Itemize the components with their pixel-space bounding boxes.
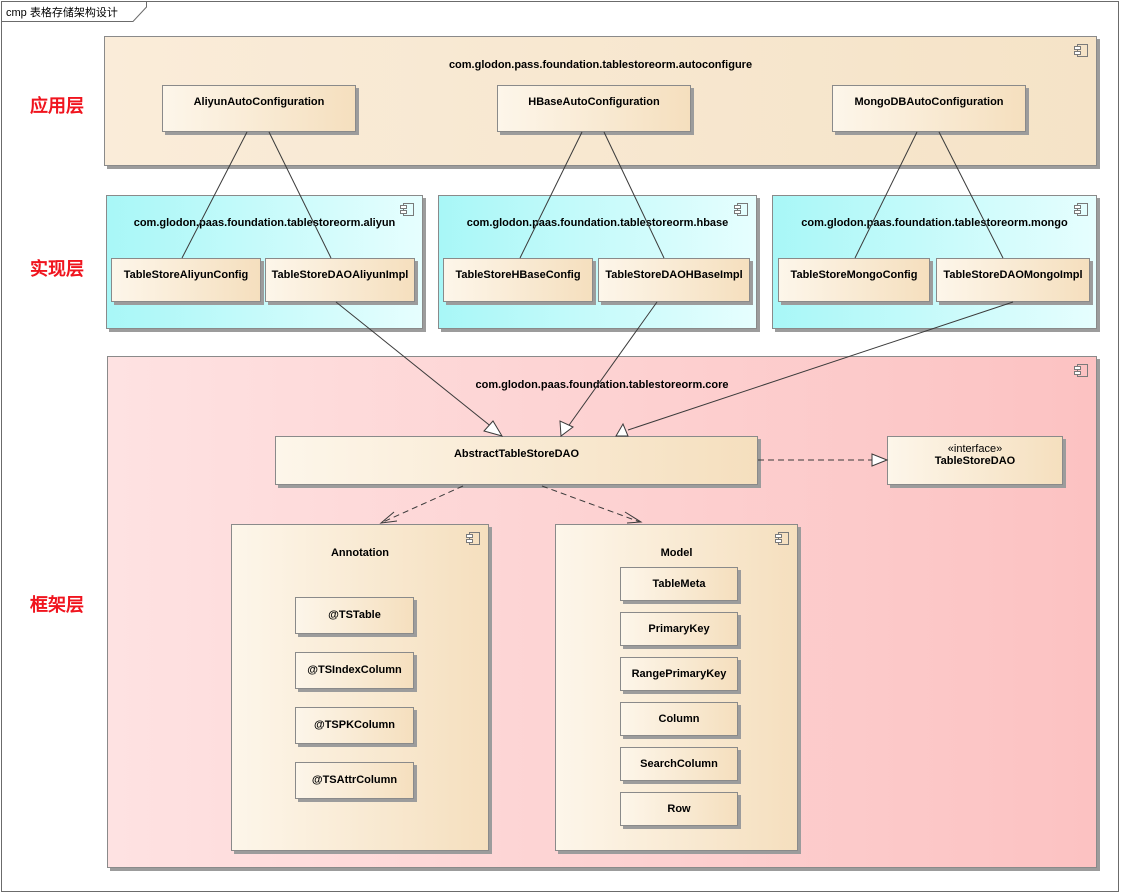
class-tablestore-dao-hbase-impl[interactable]: TableStoreDAOHBaseImpl <box>598 258 750 302</box>
class-label: TableStoreDAOMongoImpl <box>943 269 1083 281</box>
component-icon <box>466 532 480 545</box>
class-abstract-tablestore-dao[interactable]: AbstractTableStoreDAO <box>275 436 758 485</box>
class-label: HBaseAutoConfiguration <box>528 96 660 108</box>
model-item[interactable]: PrimaryKey <box>620 612 738 646</box>
model-label: SearchColumn <box>640 758 718 770</box>
annotation-item[interactable]: @TSAttrColumn <box>295 762 414 799</box>
model-label: RangePrimaryKey <box>631 668 727 680</box>
component-icon <box>1074 44 1088 57</box>
class-label: AbstractTableStoreDAO <box>453 448 580 460</box>
package-title: Annotation <box>330 547 390 559</box>
class-label: TableStoreAliyunConfig <box>123 269 249 281</box>
interface-tablestore-dao[interactable]: «interface» TableStoreDAO <box>887 436 1063 485</box>
component-icon <box>1074 203 1088 216</box>
model-item[interactable]: Column <box>620 702 738 736</box>
class-label: TableStoreDAOHBaseImpl <box>605 269 743 281</box>
component-icon <box>1074 364 1088 377</box>
class-tablestore-mongo-config[interactable]: TableStoreMongoConfig <box>778 258 930 302</box>
class-tablestore-dao-aliyun-impl[interactable]: TableStoreDAOAliyunImpl <box>265 258 415 302</box>
class-tablestore-hbase-config[interactable]: TableStoreHBaseConfig <box>443 258 593 302</box>
annotation-label: @TSAttrColumn <box>311 774 398 786</box>
package-title: com.glodon.paas.foundation.tablestoreorm… <box>133 217 396 229</box>
annotation-label: @TSTable <box>328 609 381 621</box>
class-tablestore-dao-mongo-impl[interactable]: TableStoreDAOMongoImpl <box>936 258 1090 302</box>
model-item[interactable]: Row <box>620 792 738 826</box>
class-tablestore-aliyun-config[interactable]: TableStoreAliyunConfig <box>111 258 261 302</box>
annotation-item[interactable]: @TSTable <box>295 597 414 634</box>
class-hbase-auto-configuration[interactable]: HBaseAutoConfiguration <box>497 85 691 132</box>
class-aliyun-auto-configuration[interactable]: AliyunAutoConfiguration <box>162 85 356 132</box>
class-label: TableStoreMongoConfig <box>790 269 918 281</box>
diagram-title: cmp 表格存储架构设计 <box>6 7 118 19</box>
diagram-tab: cmp 表格存储架构设计 <box>1 1 147 22</box>
annotation-label: @TSIndexColumn <box>307 664 402 676</box>
class-label: TableStoreDAOAliyunImpl <box>271 269 409 281</box>
layer-label-framework: 框架层 <box>30 595 84 616</box>
annotation-item[interactable]: @TSIndexColumn <box>295 652 414 689</box>
class-mongodb-auto-configuration[interactable]: MongoDBAutoConfiguration <box>832 85 1026 132</box>
layer-label-impl: 实现层 <box>30 259 84 280</box>
annotation-label: @TSPKColumn <box>313 719 395 731</box>
tab-shape <box>1 1 147 22</box>
model-item[interactable]: SearchColumn <box>620 747 738 781</box>
model-item[interactable]: TableMeta <box>620 567 738 601</box>
layer-label-app: 应用层 <box>30 96 84 117</box>
package-title: com.glodon.paas.foundation.tablestoreorm… <box>475 379 729 391</box>
class-label: AliyunAutoConfiguration <box>193 96 325 108</box>
model-label: TableMeta <box>652 578 706 590</box>
component-icon <box>734 203 748 216</box>
model-label: PrimaryKey <box>648 623 710 635</box>
class-label: MongoDBAutoConfiguration <box>854 96 1004 108</box>
package-title: com.glodon.paas.foundation.tablestoreorm… <box>801 217 1068 229</box>
component-icon <box>400 203 414 216</box>
package-title: Model <box>660 547 693 559</box>
model-label: Row <box>667 803 691 815</box>
package-title: com.glodon.pass.foundation.tablestoreorm… <box>448 59 753 71</box>
interface-stereotype: «interface» <box>947 443 1003 455</box>
interface-label: TableStoreDAO <box>934 455 1016 467</box>
package-title: com.glodon.paas.foundation.tablestoreorm… <box>466 217 729 229</box>
annotation-item[interactable]: @TSPKColumn <box>295 707 414 744</box>
model-item[interactable]: RangePrimaryKey <box>620 657 738 691</box>
model-label: Column <box>658 713 700 725</box>
class-label: TableStoreHBaseConfig <box>455 269 581 281</box>
component-icon <box>775 532 789 545</box>
